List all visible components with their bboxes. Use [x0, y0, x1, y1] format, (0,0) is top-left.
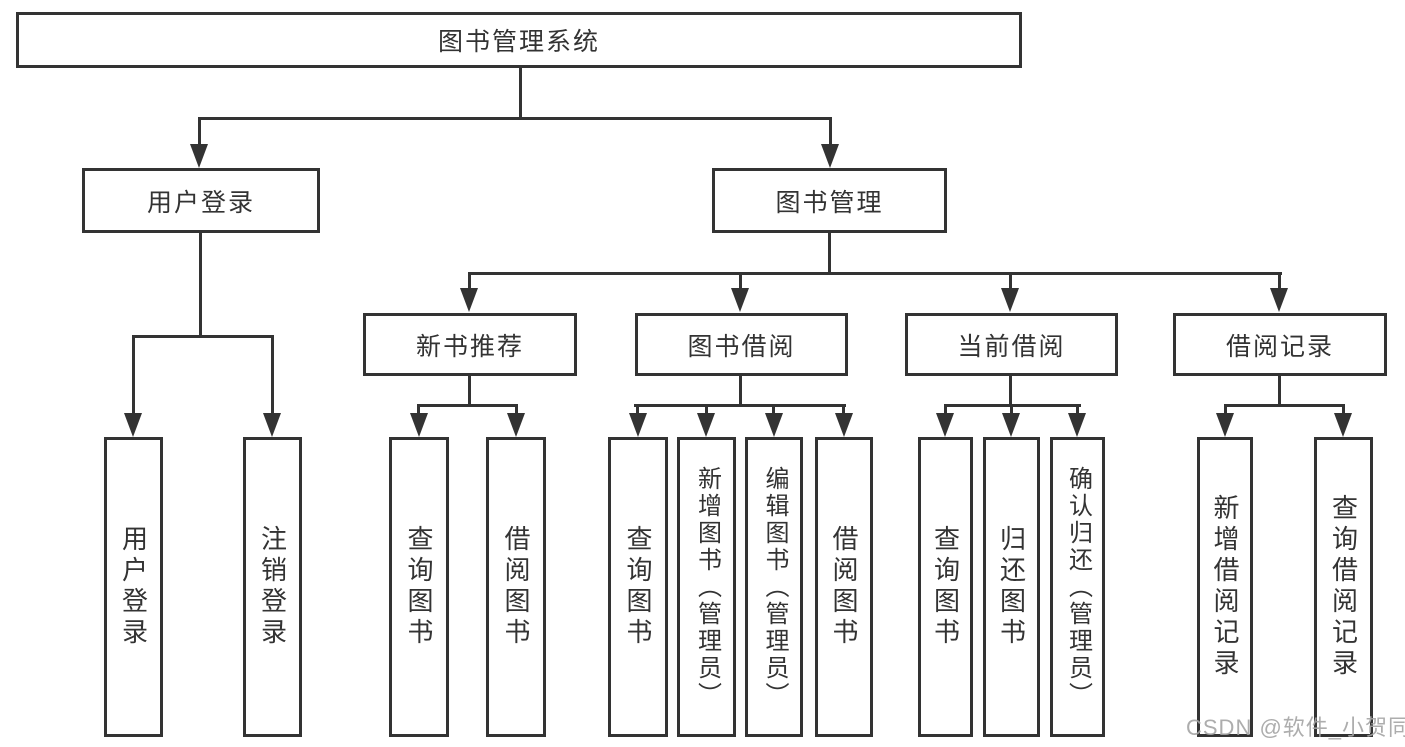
leaf-label: 借阅图书 — [501, 525, 531, 649]
node-leaf-add-borrow-record: 新增借阅记录 — [1197, 437, 1253, 737]
arrow-down-icon — [410, 413, 428, 437]
node-user-login: 用户登录 — [82, 168, 320, 233]
arrow-down-icon — [731, 288, 749, 312]
connector-level3-drop — [1009, 272, 1012, 290]
leaf-label: 新增借阅记录 — [1210, 494, 1240, 680]
leaf-label: 用户登录 — [118, 525, 149, 649]
node-new-book-rec-label: 新书推荐 — [415, 332, 524, 361]
node-leaf-logout: 注销登录 — [243, 437, 302, 737]
connector-level3-drop — [1278, 272, 1281, 290]
node-book-borrow-label: 图书借阅 — [687, 332, 796, 361]
connector-leaf-drop — [842, 404, 845, 416]
connector-book-borrow-stem — [739, 376, 742, 407]
node-book-mgmt: 图书管理 — [712, 168, 947, 233]
node-leaf-add-book-admin: 新增图书（管理员） — [677, 437, 736, 737]
arrow-down-icon — [124, 413, 142, 437]
connector-level3-drop — [468, 272, 471, 290]
node-leaf-user-login: 用户登录 — [104, 437, 163, 737]
leaf-label: 注销登录 — [257, 525, 288, 649]
arrow-down-icon — [936, 413, 954, 437]
arrow-down-icon — [460, 288, 478, 312]
node-book-borrow: 图书借阅 — [635, 313, 848, 376]
connector-root-branch — [198, 117, 832, 120]
connector-user-login-drop — [198, 117, 201, 147]
arrow-down-icon — [190, 144, 208, 168]
connector-leaf-drop — [636, 404, 639, 416]
leaf-label: 新增图书（管理员） — [693, 465, 721, 709]
connector-current-borrow-stem — [1009, 376, 1012, 407]
node-leaf-return-book: 归还图书 — [983, 437, 1040, 737]
leaf-label: 确认归还（管理员） — [1064, 465, 1092, 709]
arrow-down-icon — [507, 413, 525, 437]
node-root-label: 图书管理系统 — [437, 28, 600, 56]
arrow-down-icon — [835, 413, 853, 437]
connector-leaf-drop — [1010, 404, 1013, 416]
arrow-down-icon — [697, 413, 715, 437]
node-leaf-borrow-books-2: 借阅图书 — [815, 437, 873, 737]
connector-leaf-drop — [132, 335, 135, 415]
connector-book-mgmt-branch — [468, 272, 1282, 275]
leaf-label: 查询图书 — [404, 525, 434, 649]
connector-leaf-drop — [1342, 404, 1345, 416]
arrow-down-icon — [1334, 413, 1352, 437]
leaf-label: 查询图书 — [930, 525, 961, 649]
arrow-down-icon — [629, 413, 647, 437]
node-leaf-borrow-books-1: 借阅图书 — [486, 437, 546, 737]
node-user-login-label: 用户登录 — [146, 188, 255, 217]
connector-leaf-drop — [1224, 404, 1227, 416]
connector-leaf-drop — [705, 404, 708, 416]
connector-leaf-drop — [772, 404, 775, 416]
connector-user-login-branch — [132, 335, 274, 338]
node-borrow-records: 借阅记录 — [1173, 313, 1387, 376]
connector-book-mgmt-drop — [829, 117, 832, 147]
connector-borrow-records-stem — [1278, 376, 1281, 407]
leaf-label: 编辑图书（管理员） — [761, 465, 788, 709]
node-leaf-edit-book-admin: 编辑图书（管理员） — [745, 437, 803, 737]
arrow-down-icon — [821, 144, 839, 168]
leaf-label: 查询图书 — [623, 525, 653, 649]
arrow-down-icon — [1002, 413, 1020, 437]
arrow-down-icon — [1270, 288, 1288, 312]
arrow-down-icon — [1216, 413, 1234, 437]
connector-user-login-stem — [199, 233, 202, 338]
node-book-mgmt-label: 图书管理 — [775, 188, 884, 217]
node-leaf-query-books-2: 查询图书 — [608, 437, 668, 737]
connector-leaf-drop — [271, 335, 274, 415]
node-current-borrow-label: 当前借阅 — [957, 332, 1066, 361]
connector-book-mgmt-stem — [828, 233, 831, 275]
node-leaf-query-books-1: 查询图书 — [389, 437, 449, 737]
leaf-label: 借阅图书 — [829, 525, 859, 649]
arrow-down-icon — [765, 413, 783, 437]
connector-leaf-drop — [1076, 404, 1079, 416]
connector-level3-drop — [739, 272, 742, 290]
leaf-label: 查询借阅记录 — [1328, 494, 1359, 680]
node-new-book-rec: 新书推荐 — [363, 313, 577, 376]
arrow-down-icon — [1068, 413, 1086, 437]
connector-leaf-drop — [515, 404, 518, 416]
node-borrow-records-label: 借阅记录 — [1225, 332, 1334, 361]
leaf-label: 归还图书 — [996, 525, 1027, 649]
node-leaf-query-borrow-record: 查询借阅记录 — [1314, 437, 1373, 737]
connector-leaf-drop — [417, 404, 420, 416]
csdn-watermark: CSDN @软件_小贺同学 — [1186, 715, 1405, 740]
connector-root-stem — [519, 68, 522, 119]
connector-new-book-rec-branch — [417, 404, 518, 407]
connector-leaf-drop — [944, 404, 947, 416]
connector-borrow-records-branch — [1224, 404, 1344, 407]
arrow-down-icon — [263, 413, 281, 437]
node-leaf-query-books-3: 查询图书 — [918, 437, 973, 737]
arrow-down-icon — [1001, 288, 1019, 312]
node-current-borrow: 当前借阅 — [905, 313, 1118, 376]
node-leaf-confirm-return-admin: 确认归还（管理员） — [1050, 437, 1105, 737]
connector-book-borrow-branch — [634, 404, 846, 407]
connector-new-book-rec-stem — [468, 376, 471, 407]
node-root: 图书管理系统 — [16, 12, 1022, 68]
